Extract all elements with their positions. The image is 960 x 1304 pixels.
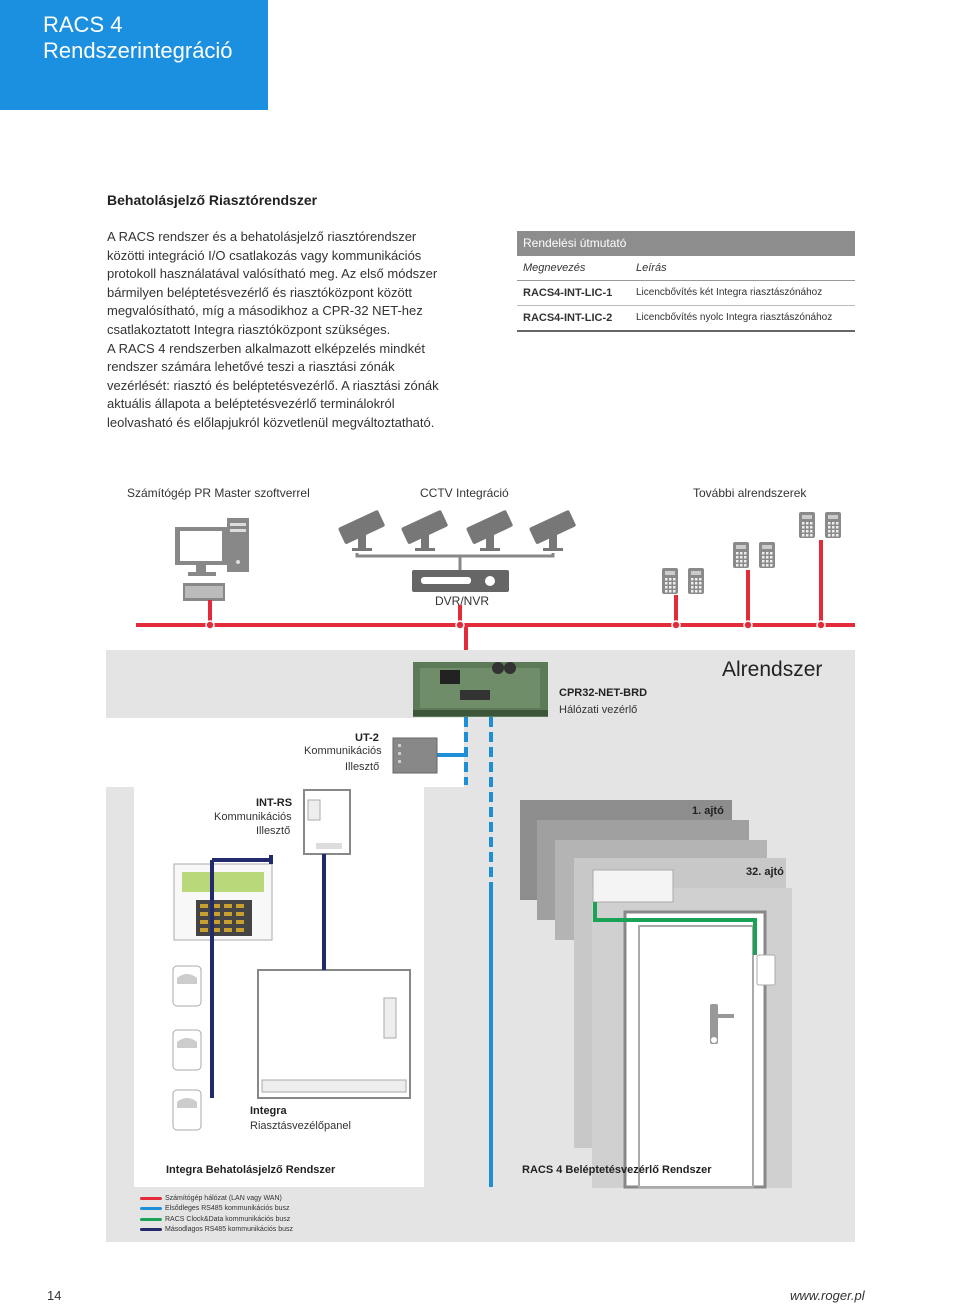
integra-desc: Riasztásvezélőpanel [250, 1120, 351, 1132]
pc-label: Számítógép PR Master szoftverrel [127, 486, 310, 500]
int-rs-device-icon [303, 789, 351, 855]
header-banner: RACS 4 Rendszerintegráció [0, 0, 268, 110]
door-1-label: 1. ajtó [692, 805, 724, 817]
racs-system-label: RACS 4 Beléptetésvezérlő Rendszer [522, 1164, 712, 1176]
intrs-desc: Illesztő [256, 825, 291, 837]
ordering-header-row: Megnevezés Leírás [517, 256, 855, 281]
table-row: RACS4-INT-LIC-2 Licencbővítés nyolc Inte… [517, 306, 855, 332]
legend-label: Elsődleges RS485 kommunikációs busz [165, 1205, 290, 1213]
ordering-title: Rendelési útmutató [517, 231, 855, 256]
cctv-label: CCTV Integráció [420, 486, 509, 500]
product-desc: Licencbővítés nyolc Integra riasztászóná… [636, 312, 833, 323]
cpr-desc: Hálózati vezérlő [559, 704, 638, 716]
ut2-name: UT-2 [355, 732, 379, 744]
legend-item: Másodlagos RS485 kommunikációs busz [140, 1225, 293, 1236]
dvr-label: DVR/NVR [435, 594, 490, 608]
clockdata-bus [593, 902, 757, 955]
legend-item: RACS Clock&Data kommunikációs busz [140, 1214, 293, 1225]
intro-line: rendszer számára lehetővé teszi a riaszt… [107, 359, 395, 375]
intro-line: A RACS rendszer és a behatolásjelző rias… [107, 229, 417, 244]
door-panels [520, 800, 792, 1189]
table-row: RACS4-INT-LIC-1 Licencbővítés két Integr… [517, 281, 855, 306]
intro-line: csatlakoztatott Integra riasztóközpont s… [107, 321, 391, 337]
camera-icon [400, 509, 449, 551]
motion-sensor-icon [172, 1089, 202, 1131]
controller-board-image [413, 662, 548, 717]
legend-swatch [140, 1217, 162, 1221]
legend-item: Elsődleges RS485 kommunikációs busz [140, 1204, 293, 1215]
footer-url: www.roger.pl [790, 1288, 865, 1303]
intro-paragraph: A RACS rendszer és a behatolásjelző rias… [107, 228, 457, 433]
legend-label: RACS Clock&Data kommunikációs busz [165, 1215, 291, 1223]
integra-system-label: Integra Behatolásjelző Rendszer [166, 1164, 336, 1176]
motion-sensor-icon [172, 1029, 202, 1071]
integra-panel-image [257, 969, 411, 1099]
ut2-desc: Illesztő [345, 761, 380, 773]
col-name-header: Megnevezés [523, 262, 586, 274]
legend-label: Másodlagos RS485 kommunikációs busz [165, 1226, 294, 1234]
cpr-name: CPR32-NET-BRD [559, 687, 648, 699]
door-32-label: 32. ajtó [746, 866, 784, 878]
page-number: 14 [47, 1288, 62, 1303]
intro-line: megvalósítható, míg a másodikhoz a CPR-3… [107, 303, 423, 319]
product-code: RACS4-INT-LIC-1 [523, 287, 613, 299]
header-subtitle: Rendszerintegráció [43, 38, 233, 63]
product-code: RACS4-INT-LIC-2 [523, 312, 613, 324]
legend: Számítógép hálózat (LAN vagy WAN) Elsődl… [140, 1193, 293, 1235]
rs485-secondary-bus [210, 854, 326, 1098]
camera-icon [337, 509, 386, 551]
intro-line: leolvasható és előlapjukról közvetlenül … [107, 414, 435, 430]
intro-line: aktuális állapota a beléptetésvezérlő te… [107, 396, 395, 412]
integra-name: Integra [250, 1105, 287, 1117]
intro-line: bármilyen beléptetésvezérlő és riasztókö… [107, 284, 412, 300]
dvr-icon [412, 570, 509, 592]
intrs-name: INT-RS [256, 797, 293, 809]
legend-swatch [140, 1196, 162, 1200]
keypad-icon [733, 542, 749, 568]
rs485-primary-bus [436, 717, 493, 1187]
header-title: RACS 4 [43, 12, 123, 37]
computer-icon [175, 518, 249, 601]
keypad-icon [825, 512, 841, 538]
motion-sensor-icon [172, 965, 202, 1007]
legend-label: Számítógép hálózat (LAN vagy WAN) [165, 1194, 282, 1202]
legend-swatch [140, 1228, 162, 1232]
ut2-desc: Kommunikációs [304, 745, 382, 757]
ordering-table: Rendelési útmutató Megnevezés Leírás RAC… [517, 231, 855, 332]
ut2-device-icon [392, 737, 438, 774]
keypad-icon [759, 542, 775, 568]
camera-icon [528, 509, 577, 551]
intro-line: vezérlését: riasztó és beléptetésvezérlő… [107, 377, 439, 393]
alrendszer-label: Alrendszer [722, 658, 823, 681]
lan-bus [136, 540, 855, 662]
intro-line: protokoll használatával valósítható meg.… [107, 266, 438, 282]
camera-icon [465, 509, 514, 551]
col-desc-header: Leírás [636, 262, 667, 274]
intrs-desc: Kommunikációs [214, 811, 292, 823]
legend-swatch [140, 1207, 162, 1211]
intro-line: közötti integráció I/O csatlakozás vagy … [107, 247, 422, 263]
intro-line: A RACS 4 rendszerben alkalmazott elképze… [107, 340, 425, 356]
section-title: Behatolásjelző Riasztórendszer [107, 192, 318, 208]
product-desc: Licencbővítés két Integra riasztászónáho… [636, 287, 823, 298]
keypad-icon [688, 568, 704, 594]
integra-keypad-image [173, 863, 273, 941]
keypad-icon [799, 512, 815, 538]
more-subsystems-label: További alrendszerek [693, 486, 807, 500]
keypad-icon [662, 568, 678, 594]
legend-item: Számítógép hálózat (LAN vagy WAN) [140, 1193, 293, 1204]
